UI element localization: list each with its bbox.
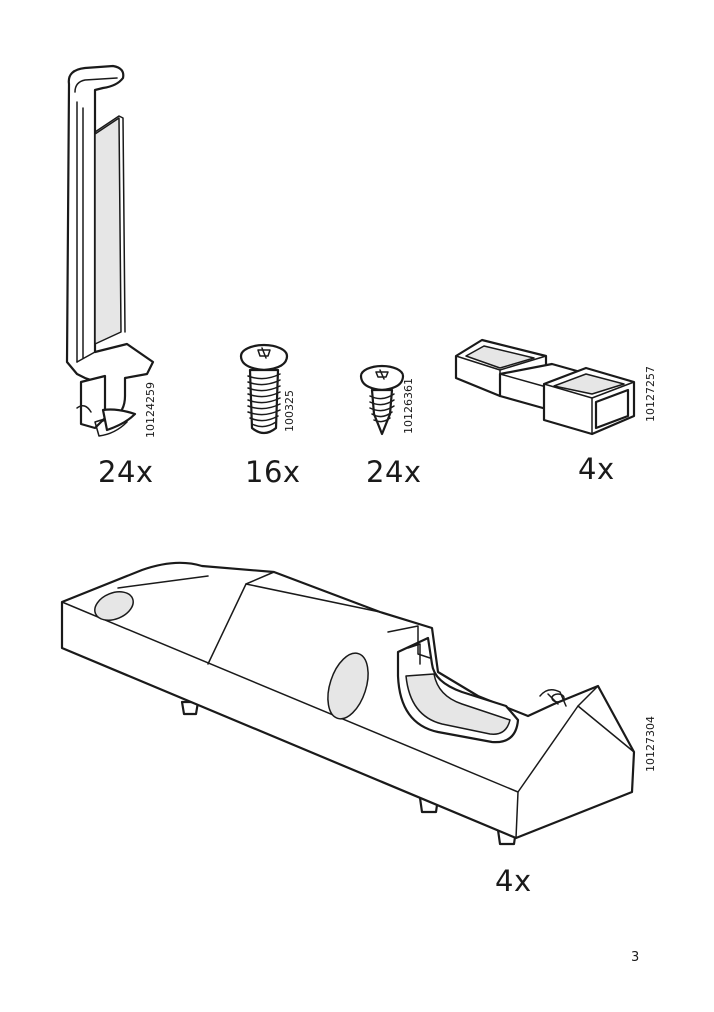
connector-illustration xyxy=(454,338,636,436)
article-number-bracket: 10124259 xyxy=(144,382,157,438)
short-screw-part xyxy=(358,364,410,440)
quantity-long-screw: 16x xyxy=(245,455,301,489)
base-foot-illustration xyxy=(60,561,636,846)
article-number-connector: 10127257 xyxy=(644,366,657,422)
bracket-illustration xyxy=(65,64,155,437)
short-screw-illustration xyxy=(359,364,405,436)
article-number-base-foot: 10127304 xyxy=(644,716,657,772)
base-foot-part xyxy=(58,556,638,856)
connector-part xyxy=(452,334,642,438)
quantity-short-screw: 24x xyxy=(366,455,422,489)
article-number-short-screw: 10126361 xyxy=(402,378,415,434)
quantity-connector: 4x xyxy=(578,452,615,486)
page-number: 3 xyxy=(631,950,640,965)
bracket-part xyxy=(55,62,165,442)
long-screw-part xyxy=(238,342,290,440)
quantity-base-foot: 4x xyxy=(495,864,532,898)
article-number-long-screw: 100325 xyxy=(283,390,296,432)
quantity-bracket: 24x xyxy=(98,455,154,489)
long-screw-illustration xyxy=(239,343,289,435)
